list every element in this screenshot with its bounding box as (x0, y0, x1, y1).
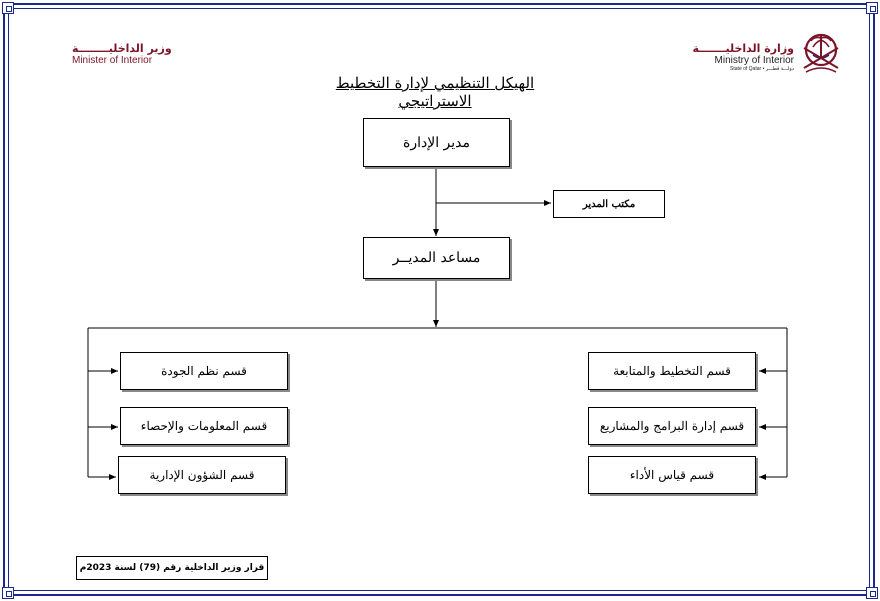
assistant-director-box: مساعد المديــر (363, 237, 510, 279)
information-statistics-section-box: قسم المعلومات والإحصاء (120, 407, 288, 445)
decision-reference: قرار وزير الداخلية رقم (79) لسنة 2023م (76, 556, 268, 580)
frame-corner-ornament (2, 587, 14, 599)
minister-brand: وزير الداخليــــــــة Minister of Interi… (72, 42, 172, 66)
qatar-emblem-icon (803, 33, 839, 73)
frame-corner-ornament (866, 2, 878, 14)
ministry-brand: وزارة الداخليـــــــة Ministry of Interi… (692, 42, 794, 72)
page-frame-inner (8, 8, 870, 591)
programs-projects-section-box: قسم إدارة البرامج والمشاريع (588, 407, 756, 445)
ministry-english-label: Ministry of Interior (714, 55, 794, 66)
state-label: State of Qatar • دولـــة قطـــر (730, 66, 794, 72)
director-office-box: مكتب المدير (553, 190, 665, 218)
quality-systems-section-box: قسم نظم الجودة (120, 352, 288, 390)
frame-corner-ornament (2, 2, 14, 14)
director-box: مدير الإدارة (363, 118, 510, 167)
page-frame-outer (3, 3, 875, 596)
minister-arabic-label: وزير الداخليــــــــة (72, 42, 172, 55)
frame-corner-ornament (866, 587, 878, 599)
ministry-arabic-label: وزارة الداخليـــــــة (692, 42, 794, 55)
administrative-affairs-section-box: قسم الشؤون الإدارية (118, 456, 286, 494)
planning-followup-section-box: قسم التخطيط والمتابعة (588, 352, 756, 390)
page-title: الهيكل التنظيمي لإدارة التخطيط الاستراتي… (335, 74, 535, 110)
minister-english-label: Minister of Interior (72, 55, 153, 66)
performance-measurement-section-box: قسم قياس الأداء (588, 456, 756, 494)
